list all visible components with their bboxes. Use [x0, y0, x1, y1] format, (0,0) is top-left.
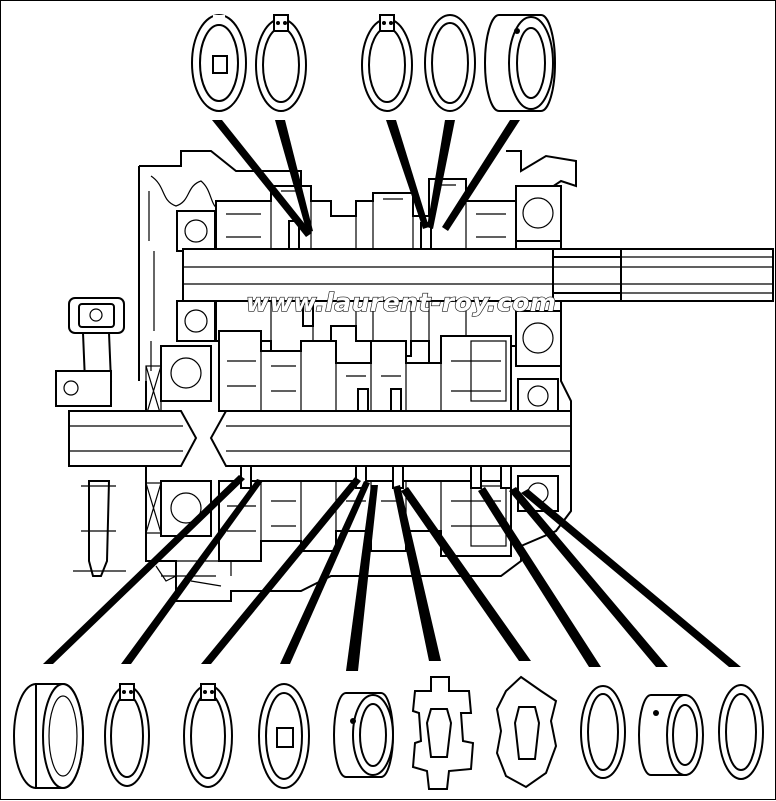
part-circlip-top-2 [255, 14, 307, 112]
part-thrust-washer-bottom-1 [580, 685, 626, 779]
upper-shaft [182, 248, 774, 302]
part-thrust-washer-bottom-2 [718, 684, 764, 780]
watermark-text: www.laurent-roy.com [246, 288, 556, 317]
bearings [160, 185, 562, 537]
shaft-collars [240, 220, 512, 489]
part-circlip-bottom-1 [104, 683, 150, 787]
part-splined-washer-2 [495, 675, 558, 789]
part-splined-washer-1 [411, 676, 475, 790]
part-flanged-bush [13, 683, 84, 789]
part-circlip-bottom-3 [258, 683, 310, 789]
part-thrust-washer-top [424, 14, 476, 112]
part-bush-bottom-2 [638, 694, 704, 776]
selector-linkage [55, 297, 126, 577]
leader-lines-top [212, 120, 520, 237]
part-circlip-bottom-2 [183, 683, 233, 788]
part-bush-top [484, 14, 556, 112]
part-bush-bottom-1 [333, 692, 394, 778]
leader-lines-bottom [43, 475, 741, 671]
lower-shaft [68, 410, 572, 467]
gearbox-casing [138, 150, 577, 602]
part-circlip-top-3 [361, 14, 413, 112]
part-circlip-top-1 [191, 14, 247, 112]
